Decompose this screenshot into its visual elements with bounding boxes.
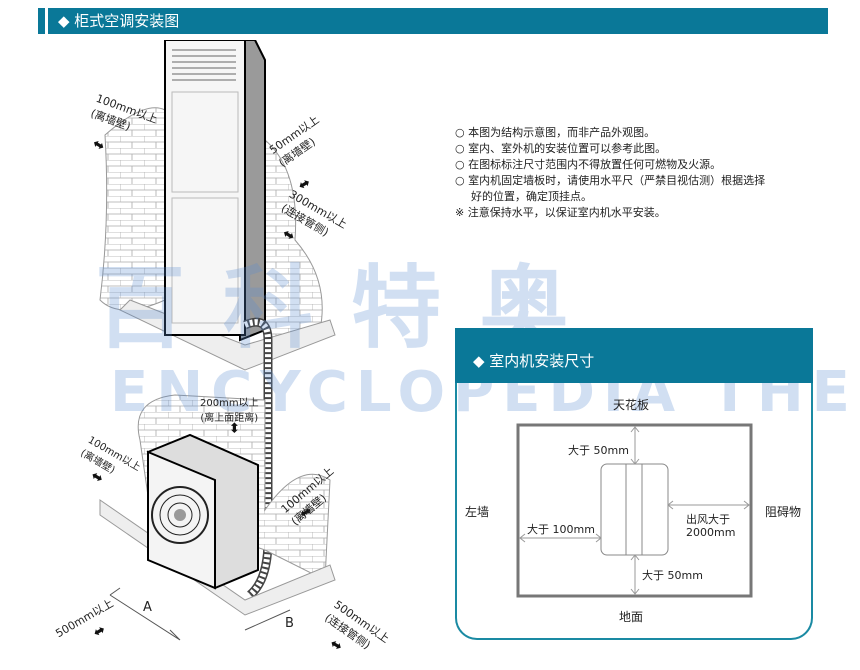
installation-notes: ○ 本图为结构示意图，而非产品外观图。 ○ 室内、室外机的安装位置可以参考此图。… [455, 125, 765, 221]
outdoor-base [99, 499, 336, 616]
installation-illustration: ⬌ ⬌ ⬌ ⬌ ⬌ ⬌ ⬌ ⬌ [88, 40, 345, 655]
floor-label: 地面 [619, 610, 644, 624]
clearance-arrows: ⬌ ⬌ ⬌ ⬌ ⬌ ⬌ ⬌ ⬌ [88, 135, 345, 655]
top-gap-label: 大于 50mm [568, 444, 629, 457]
dimension-drawing [516, 423, 753, 598]
svg-text:⬌: ⬌ [226, 422, 242, 434]
note-item: ○ 本图为结构示意图，而非产品外观图。 [455, 126, 656, 139]
bottom-gap-label: 大于 50mm [642, 569, 703, 582]
header-accent [38, 8, 45, 34]
dimension-panel-title: ◆ 室内机安装尺寸 [455, 328, 813, 383]
dimension-b: B [285, 616, 294, 631]
left-wall-label: 左墙 [465, 505, 490, 519]
svg-text:⬌: ⬌ [90, 621, 108, 641]
note-item: ○ 室内机固定墙板时，请使用水平尺（严禁目视估测）根据选择 [455, 174, 766, 187]
indoor-unit [164, 40, 266, 342]
left-gap-label: 大于 100mm [527, 523, 595, 536]
obstacle-label: 阻碍物 [765, 505, 802, 519]
indoor-wall-left [99, 107, 166, 311]
dimension-a: A [143, 600, 152, 615]
note-item: 好的位置，确定顶挂点。 [471, 190, 592, 203]
outdoor-unit [146, 433, 259, 590]
indoor-wall-right [264, 138, 323, 351]
note-item: ※ 注意保持水平，以保证室内机水平安装。 [455, 206, 666, 219]
dimension-panel [455, 328, 813, 640]
svg-text:⬌: ⬌ [327, 636, 345, 656]
note-item: ○ 室内、室外机的安装位置可以参考此图。 [455, 142, 667, 155]
outdoor-top-clearance: 200mm以上(离上面距离) [200, 398, 259, 424]
page-title: ◆ 柜式空调安装图 [48, 8, 828, 34]
ceiling-label: 天花板 [613, 398, 650, 412]
note-item: ○ 在图标标注尺寸范围内不得放置任何可燃物及火源。 [455, 158, 722, 171]
